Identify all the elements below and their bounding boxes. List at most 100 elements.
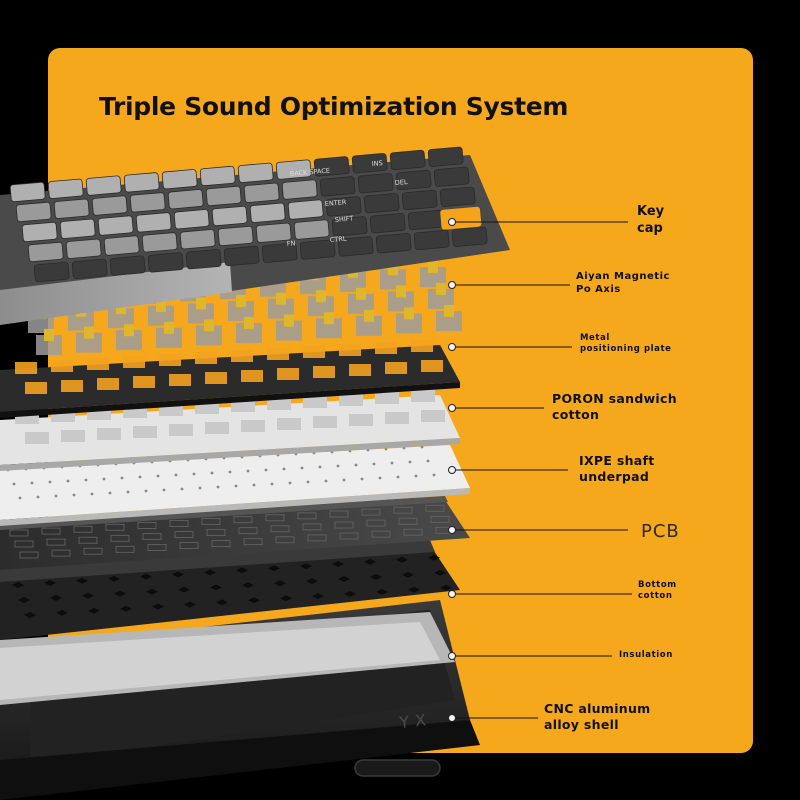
cotton-cutout xyxy=(396,556,408,563)
ixpe-hole xyxy=(270,482,274,486)
ixpe-hole xyxy=(396,475,400,479)
pcb-pad xyxy=(238,527,258,535)
ixpe-hole xyxy=(84,478,88,482)
cotton-cutout xyxy=(402,571,414,578)
pcb-pad xyxy=(265,514,285,522)
ixpe-hole xyxy=(342,478,346,482)
label-ixpe: IXPE shaft underpad xyxy=(579,453,655,486)
keycap xyxy=(313,156,350,177)
label-shell-line1: CNC aluminum xyxy=(544,701,651,716)
label-ixpe-line2: underpad xyxy=(579,469,650,485)
ixpe-hole xyxy=(54,494,58,498)
switch-housing xyxy=(276,320,302,341)
ixpe-hole xyxy=(228,470,232,474)
ixpe-hole xyxy=(72,493,76,497)
keycap xyxy=(147,252,184,273)
plate-cutout xyxy=(385,362,407,374)
pcb-pad xyxy=(211,540,231,547)
case-logo: YX xyxy=(397,710,433,732)
keycap xyxy=(261,242,298,263)
switch-housing xyxy=(188,303,214,324)
pcb-pad xyxy=(105,523,125,531)
plate-cutout xyxy=(61,380,83,392)
keycap xyxy=(71,258,108,279)
plate-cutout xyxy=(411,340,433,352)
ixpe-hole xyxy=(264,468,268,472)
cotton-cutout xyxy=(408,586,420,593)
pcb-pad xyxy=(174,531,194,538)
cotton-cutout xyxy=(88,607,100,614)
poron-cutout xyxy=(25,432,49,444)
keycap xyxy=(237,162,274,183)
keycap-orange xyxy=(440,206,482,230)
keycap xyxy=(173,209,210,230)
pcb-pad xyxy=(403,528,423,536)
pcb-pad xyxy=(393,506,413,514)
keycap xyxy=(395,169,432,191)
keycap xyxy=(27,241,64,263)
cotton-cutout xyxy=(428,554,440,561)
switch-stem xyxy=(316,290,326,303)
ixpe-hole xyxy=(216,485,220,489)
ixpe-hole xyxy=(174,473,178,477)
keycap xyxy=(331,216,368,237)
keycap xyxy=(217,225,254,247)
poron-cutout xyxy=(375,392,399,404)
switch-stem xyxy=(396,285,406,298)
keycap xyxy=(255,222,292,243)
switch-stem xyxy=(284,314,294,327)
ixpe-hole xyxy=(120,476,124,480)
keycap xyxy=(249,202,286,223)
ixpe-hole xyxy=(324,479,328,483)
poron-cutout xyxy=(313,416,337,428)
switch-housing xyxy=(108,308,134,329)
ixpe-hole xyxy=(102,477,106,481)
pcb-pad xyxy=(371,530,391,538)
keycap xyxy=(15,201,52,223)
cotton-cutout xyxy=(114,590,126,597)
keycap-legend-del: DEL xyxy=(394,178,408,187)
switch-housing xyxy=(356,315,382,336)
keycap xyxy=(109,255,146,276)
keycap xyxy=(123,172,160,193)
page-title: Triple Sound Optimization System xyxy=(99,92,569,121)
cotton-cutout xyxy=(152,603,164,610)
switch-stem xyxy=(164,321,174,334)
keycap-legend-enter: ENTER xyxy=(324,198,347,208)
switch-stem xyxy=(44,329,54,341)
pcb-pad xyxy=(430,515,450,523)
cotton-cutout xyxy=(184,601,196,608)
poron-cutout xyxy=(303,396,327,408)
switch-stem xyxy=(436,283,446,295)
keycap xyxy=(433,166,470,187)
switch-housing xyxy=(340,271,366,292)
ixpe-hole xyxy=(300,466,304,470)
plate-cutout xyxy=(241,370,263,382)
ixpe-hole xyxy=(48,480,52,484)
switch-stem xyxy=(124,324,134,337)
ixpe-hole xyxy=(210,471,214,475)
plate-cutout xyxy=(267,348,289,360)
cotton-cutout xyxy=(82,592,94,599)
label-bottom-line1: Bottom xyxy=(638,580,677,590)
plate-cutout xyxy=(195,352,217,364)
plate-cutout xyxy=(349,364,371,376)
ixpe-hole xyxy=(414,474,418,478)
pcb-layer xyxy=(0,496,470,570)
pcb-pad xyxy=(361,508,381,516)
label-poron-line1: PORON sandwich xyxy=(552,391,677,406)
cotton-cutout xyxy=(300,563,312,570)
cotton-cutout xyxy=(120,605,132,612)
pcb-pad xyxy=(73,525,93,533)
cotton-cutout xyxy=(274,580,286,587)
keycap xyxy=(199,165,236,187)
poron-cutout xyxy=(231,400,255,412)
poron-cutout xyxy=(385,412,409,424)
keycap-legend-ctrl: CTRL xyxy=(329,235,347,244)
pcb-pad xyxy=(19,551,39,559)
ixpe-hole xyxy=(90,492,94,496)
cotton-cutout xyxy=(242,582,254,589)
poron-cutout xyxy=(349,414,373,426)
ixpe-hole xyxy=(234,484,238,488)
